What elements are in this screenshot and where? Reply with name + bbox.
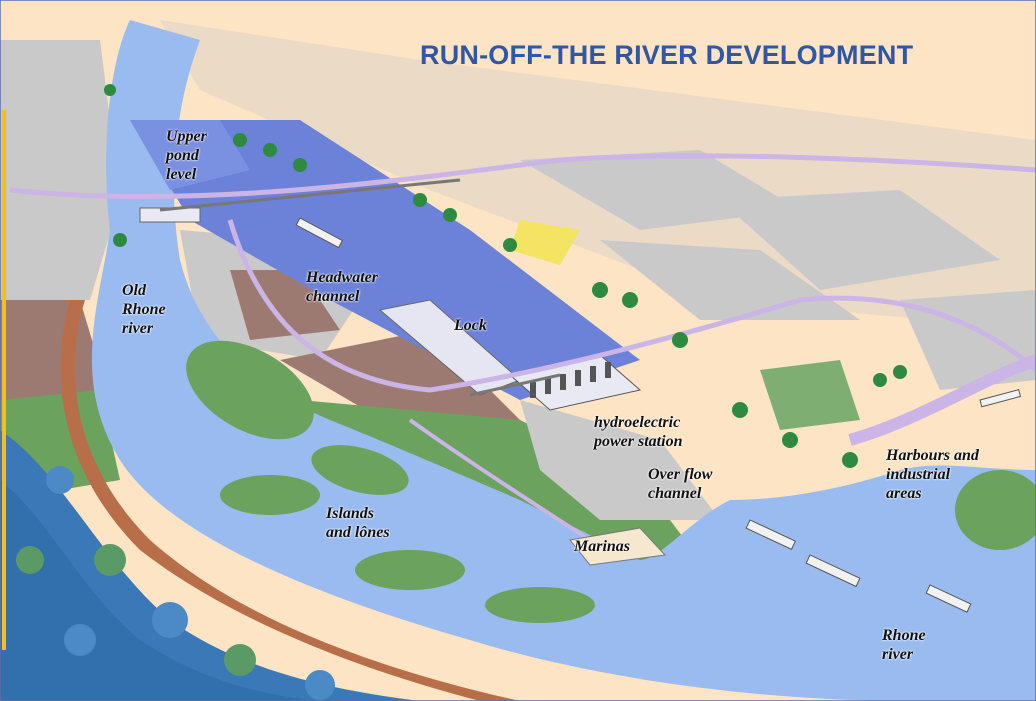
island-5 <box>485 587 595 623</box>
field-green-right <box>760 360 860 430</box>
left-accent-bar <box>2 110 6 650</box>
island-4 <box>355 550 465 590</box>
label-overflow-channel: Over flow channel <box>648 466 713 502</box>
field-gray-4 <box>900 290 1036 390</box>
left-field-gray <box>0 40 120 300</box>
barges <box>295 217 1022 613</box>
forest-clumps <box>16 466 335 700</box>
field-gray-2 <box>720 190 1000 290</box>
label-old-rhone-river: Old Rhone river <box>122 282 166 337</box>
left-field-brown <box>0 300 110 410</box>
tree-rows <box>104 84 907 468</box>
upper-pond <box>130 120 250 190</box>
label-islands-lones: Islands and lônes <box>326 505 390 541</box>
diagram-title: RUN-OFF-THE RIVER DEVELOPMENT <box>420 40 914 70</box>
field-yellow <box>510 220 580 265</box>
harbour-road <box>848 354 1036 446</box>
label-marinas: Marinas <box>574 538 631 555</box>
mid-field-gray-2 <box>520 400 720 520</box>
power-station-gates <box>530 362 611 398</box>
island-1 <box>186 340 314 440</box>
mid-field-brown-2 <box>280 330 520 430</box>
label-headwater-channel: Headwater channel <box>306 269 378 305</box>
headwater-canal <box>130 120 640 400</box>
bridge-upper <box>159 178 461 212</box>
label-rhone-river: Rhone river <box>882 627 926 663</box>
field-gray-1 <box>520 150 800 230</box>
rhone-river <box>91 20 1036 701</box>
marina-basin <box>569 527 667 566</box>
island-right <box>955 470 1036 550</box>
bridge-lock <box>469 373 561 397</box>
island-2 <box>311 445 409 495</box>
island-3 <box>220 475 320 515</box>
road-middle <box>227 219 1036 393</box>
label-hydroelectric-power-station: hydroelectric power station <box>594 414 683 450</box>
label-upper-pond: Upper pond level <box>166 128 207 183</box>
label-harbours-industrial-areas: Harbours and industrial areas <box>886 447 979 502</box>
road-top <box>9 153 1036 200</box>
label-lock: Lock <box>454 317 487 334</box>
